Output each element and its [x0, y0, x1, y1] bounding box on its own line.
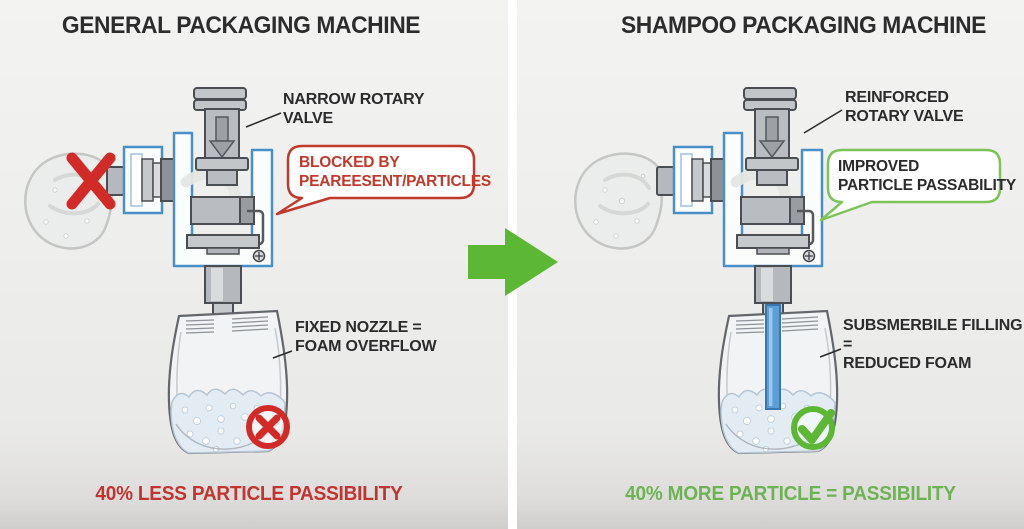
improved-bubble-text: IMPROVED PARTICLE PASSABILITY — [838, 158, 1016, 194]
shampoo-machine-illustration — [517, 0, 1002, 529]
valve-leader-line — [245, 112, 282, 128]
red-x-icon — [66, 152, 116, 210]
general-machine-illustration — [0, 0, 476, 529]
improved-speech-bubble — [819, 148, 1002, 222]
left-result-caption: 40% LESS PARTICLE PASSIBILITY — [95, 483, 403, 505]
nozzle-leader-line — [819, 348, 842, 358]
green-check-icon — [791, 406, 835, 450]
green-arrow-right-icon — [468, 228, 558, 296]
submersible-tube — [765, 304, 781, 410]
left-valve-label: NARROW ROTARY VALVE — [283, 91, 425, 127]
blocked-bubble-text: BLOCKED BY PEAREESENT/PARTICLES — [299, 154, 492, 190]
right-panel-title: SHAMPOO PACKAGING MACHINE — [620, 12, 987, 39]
right-valve-label: REINFORCED ROTARY VALVE — [845, 89, 964, 125]
left-panel-title: GENERAL PACKAGING MACHINE — [61, 12, 421, 39]
left-nozzle-label: FIXED NOZZLE = FOAM OVERFLOW — [295, 319, 437, 355]
valve-leader-line — [803, 109, 843, 134]
blocked-speech-bubble — [275, 144, 476, 216]
nozzle-leader-line — [272, 350, 293, 359]
right-result-caption: 40% MORE PARTICLE = PASSIBILITY — [625, 483, 956, 505]
right-nozzle-label: SUBSMERBILE FILLING = REDUCED FOAM — [843, 317, 1023, 372]
red-circle-x-icon — [246, 405, 290, 449]
